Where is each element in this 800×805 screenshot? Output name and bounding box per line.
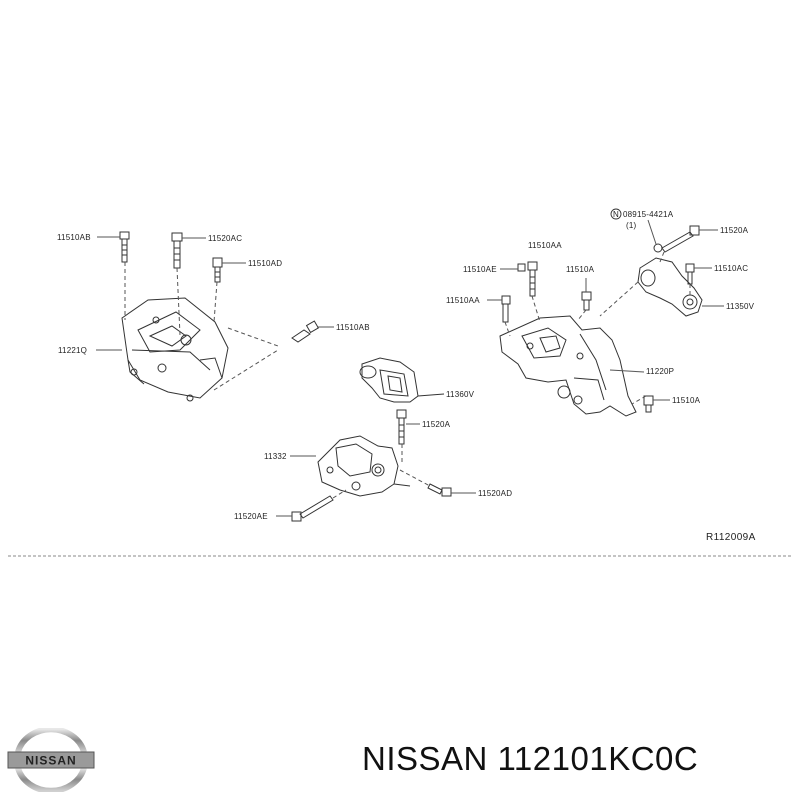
leaders-left (124, 262, 279, 391)
bolt-11520ac (171, 232, 183, 269)
bolt-11510a-top (581, 278, 592, 311)
callout-11520ad: 11520AD (478, 489, 512, 498)
part-number-caption: NISSAN 112101KC0C (362, 740, 699, 777)
callout-11510ac: 11510AC (714, 264, 748, 273)
bolt-11510aa-left (487, 295, 511, 323)
nut-08915 (647, 219, 663, 253)
callout-11510ad: 11510AD (248, 259, 282, 268)
callout-labels: 11510AB 11520AC 11510AD 11510AB 11221Q 1… (57, 208, 756, 543)
bolt-11510ab-right (291, 320, 320, 343)
callout-lines-left (96, 236, 334, 351)
leaders-right (504, 251, 691, 405)
callout-11520a-mid: 11520A (422, 420, 451, 429)
nut-symbol: N (613, 210, 619, 219)
bolt-11510ab-left (119, 231, 130, 263)
callout-11510ae: 11510AE (463, 265, 497, 274)
bracket-11221q (121, 297, 229, 402)
bolt-11520ad (427, 483, 476, 497)
callout-11220p: 11220P (646, 367, 674, 376)
callout-11350v: 11350V (726, 302, 755, 311)
bolt-11510ac (685, 263, 712, 285)
bolt-11510ad (212, 257, 223, 283)
callout-11520ac: 11520AC (208, 234, 242, 243)
bolt-11520a-right (661, 225, 718, 253)
callout-11520a-right: 11520A (720, 226, 749, 235)
leaders-mid (332, 444, 431, 499)
bolt-11510ae (500, 263, 526, 272)
callout-08915-4421a: 08915-4421A (623, 210, 674, 219)
callout-11510a-top: 11510A (566, 265, 595, 274)
callout-11510aa-left: 11510AA (446, 296, 480, 305)
callout-11510ab-right: 11510AB (336, 323, 370, 332)
callout-11510ab: 11510AB (57, 233, 91, 242)
bracket-11332 (290, 435, 411, 497)
bolt-11510a-bottom (643, 395, 670, 413)
bolt-11520ae (276, 495, 334, 522)
nissan-logo: NISSAN (7, 728, 95, 792)
callout-qty-1: (1) (626, 221, 637, 230)
callout-11510aa-top: 11510AA (528, 241, 562, 250)
insulator-11360v (359, 357, 445, 403)
callout-11221q: 11221Q (58, 346, 87, 355)
insulator-11350v (637, 257, 724, 317)
bolt-11510aa-top (527, 261, 538, 297)
bolt-11520a-mid (396, 409, 420, 445)
callout-11510a-bottom: 11510A (672, 396, 701, 405)
logo-text: NISSAN (25, 754, 76, 768)
diagram-reference-code: R112009A (706, 532, 756, 543)
bracket-11220p (499, 315, 645, 417)
callout-11520ae: 11520AE (234, 512, 268, 521)
callout-11332: 11332 (264, 452, 287, 461)
callout-11360v: 11360V (446, 390, 475, 399)
